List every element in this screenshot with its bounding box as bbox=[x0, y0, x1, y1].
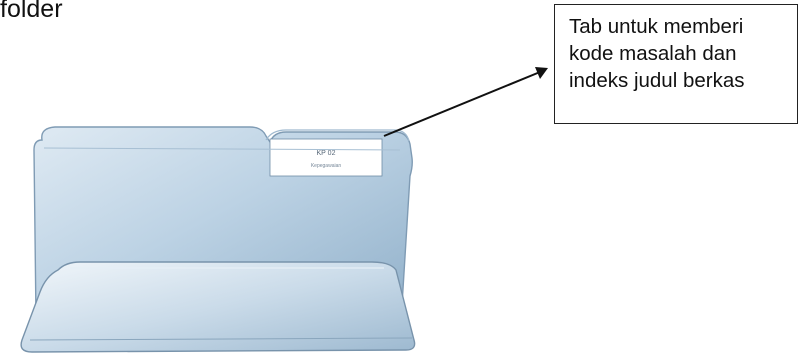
folder-tab-code: KP 02 bbox=[317, 150, 336, 157]
callout-connector-line bbox=[384, 72, 540, 136]
callout-text: Tab untuk memberi kode masalah dan indek… bbox=[569, 13, 797, 94]
folder-tab-label bbox=[270, 139, 382, 176]
folder-tab-subtitle: Kepegawaian bbox=[311, 163, 342, 169]
callout-box: Tab untuk memberi kode masalah dan indek… bbox=[554, 4, 798, 124]
